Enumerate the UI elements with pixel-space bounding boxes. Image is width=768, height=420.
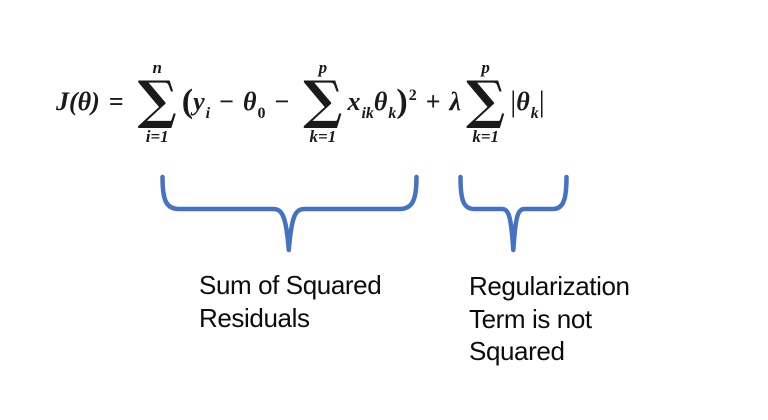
summation-predictors: p ∑ k=1 — [303, 59, 342, 145]
summation-regularization: p ∑ k=1 — [466, 59, 505, 145]
underbrace-regularization — [458, 174, 569, 253]
label-line: Residuals — [199, 302, 310, 333]
equals-sign: = — [108, 87, 124, 116]
summation-residuals: n ∑ i=1 — [138, 59, 177, 145]
abs-bar-open: | — [510, 85, 517, 118]
term-x-ik: xik — [347, 87, 374, 122]
sigma-icon: ∑ — [303, 70, 343, 132]
term-theta-k: θk — [373, 87, 397, 122]
label-sum-of-squared-residuals: Sum of Squared Residuals — [199, 269, 382, 334]
abs-bar-close: | — [538, 85, 545, 118]
formula-lhs: J(θ) — [56, 87, 100, 116]
sum-upper-limit: n — [152, 58, 162, 78]
underbrace-sum-of-squares — [160, 174, 419, 253]
label-line: Sum of Squared — [199, 270, 382, 300]
term-theta-0: θ0 — [242, 87, 266, 122]
plus-sign: + — [425, 87, 441, 116]
close-paren-squared: )2 — [396, 83, 417, 120]
open-paren: ( — [181, 83, 194, 120]
sum-lower-limit: k=1 — [472, 126, 500, 146]
sum-lower-limit: k=1 — [309, 126, 337, 146]
lambda-coefficient: λ — [449, 87, 462, 116]
term-theta-k-abs: θk — [516, 87, 539, 122]
sum-lower-limit: i=1 — [145, 126, 169, 146]
underbrace-path — [160, 174, 419, 253]
label-regularization-term: Regularization Term is not Squared — [469, 270, 630, 368]
minus-sign-2: − — [274, 87, 290, 116]
label-line: Squared — [469, 336, 565, 366]
underbrace-path — [458, 174, 569, 253]
sigma-icon: ∑ — [466, 70, 506, 132]
sigma-icon: ∑ — [137, 70, 177, 132]
label-line: Term is not — [469, 303, 592, 334]
sum-upper-limit: p — [481, 58, 490, 78]
minus-sign-1: − — [219, 87, 234, 116]
cost-function-formula: J(θ) = n ∑ i=1 ( yi − θ0 − p ∑ k=1 xik θ… — [56, 56, 545, 148]
label-line: Regularization — [469, 271, 630, 301]
sum-upper-limit: p — [318, 58, 328, 78]
term-y-i: yi — [193, 87, 211, 122]
